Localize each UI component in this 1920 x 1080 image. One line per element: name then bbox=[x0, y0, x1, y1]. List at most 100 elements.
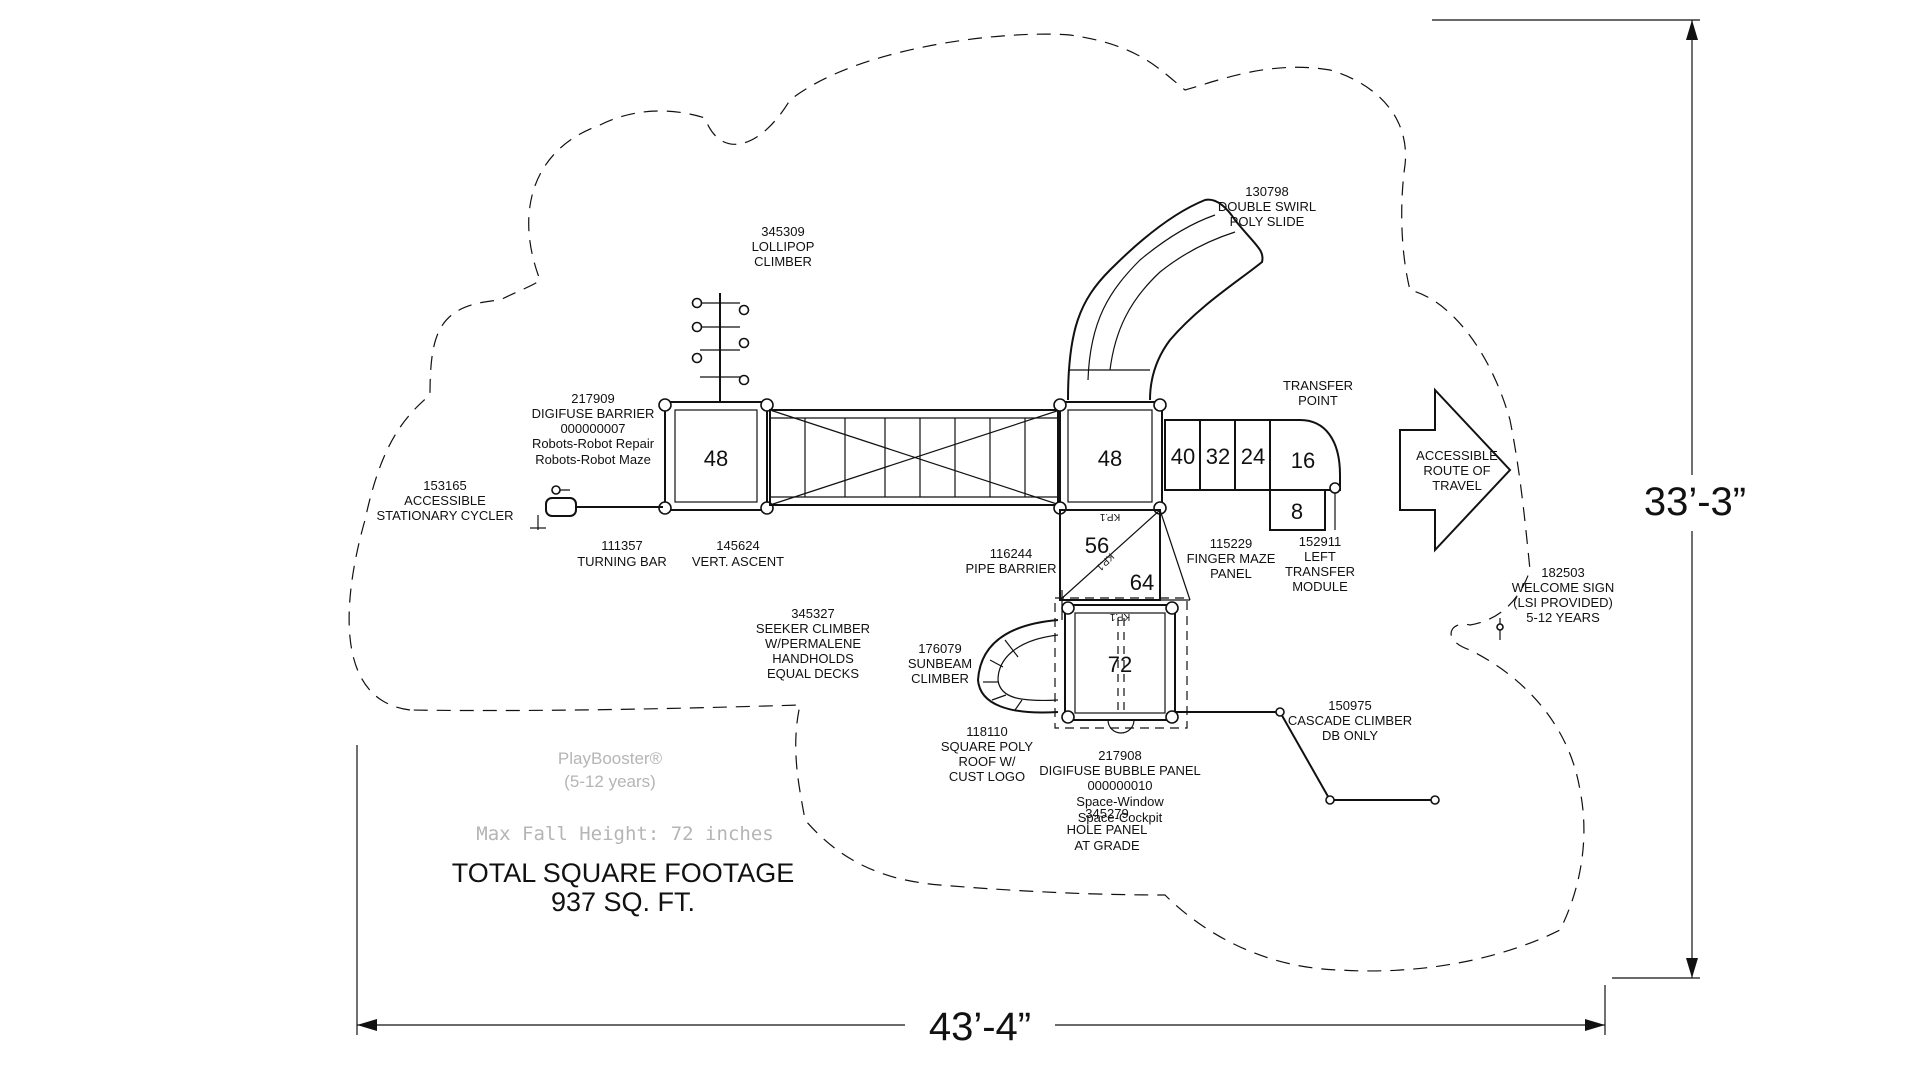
product-name: PlayBooster® bbox=[558, 749, 663, 768]
total-footage-title: TOTAL SQUARE FOOTAGE bbox=[452, 858, 795, 888]
transfer-platform: 16 8 bbox=[1269, 419, 1341, 531]
svg-text:AT GRADE: AT GRADE bbox=[1074, 838, 1140, 853]
svg-text:Space-Window: Space-Window bbox=[1076, 794, 1164, 809]
double-swirl-slide bbox=[1067, 198, 1264, 401]
svg-text:FINGER MAZE: FINGER MAZE bbox=[1187, 551, 1276, 566]
svg-text:STATIONARY CYCLER: STATIONARY CYCLER bbox=[376, 508, 513, 523]
svg-text:DIGIFUSE BARRIER: DIGIFUSE BARRIER bbox=[532, 406, 655, 421]
svg-text:153165: 153165 bbox=[423, 478, 466, 493]
label-stationary-cycler: 153165 ACCESSIBLE STATIONARY CYCLER bbox=[376, 478, 513, 523]
svg-text:DOUBLE SWIRL: DOUBLE SWIRL bbox=[1218, 199, 1316, 214]
svg-text:118110: 118110 bbox=[966, 724, 1007, 739]
label-turning-bar: 111357 TURNING BAR bbox=[577, 538, 667, 569]
sunbeam-climber bbox=[976, 619, 1059, 714]
svg-text:116244: 116244 bbox=[990, 546, 1032, 561]
bridge bbox=[769, 409, 1061, 506]
svg-text:345309: 345309 bbox=[761, 224, 804, 239]
svg-text:176079: 176079 bbox=[918, 641, 961, 656]
svg-text:145624: 145624 bbox=[716, 538, 759, 553]
svg-text:ACCESSIBLE: ACCESSIBLE bbox=[1416, 448, 1498, 463]
width-dimension: 43’-4” bbox=[356, 745, 1606, 1050]
svg-text:345279: 345279 bbox=[1085, 806, 1128, 821]
svg-text:000000007: 000000007 bbox=[560, 421, 625, 436]
label-cascade-climber: 150975 CASCADE CLIMBER DB ONLY bbox=[1288, 698, 1412, 743]
svg-text:POINT: POINT bbox=[1298, 393, 1338, 408]
label-pipe-barrier: 116244 PIPE BARRIER bbox=[965, 546, 1056, 576]
ramp-section: 56 64 KP.1 KP.1 bbox=[1059, 509, 1191, 601]
deck-height-left: 48 bbox=[704, 446, 728, 471]
kp-mark-1: KP.1 bbox=[1099, 511, 1120, 522]
transfer-steps: 40 32 24 bbox=[1164, 419, 1271, 491]
svg-text:WELCOME SIGN: WELCOME SIGN bbox=[1512, 580, 1615, 595]
svg-text:130798: 130798 bbox=[1245, 184, 1288, 199]
svg-text:TRAVEL: TRAVEL bbox=[1432, 478, 1482, 493]
svg-text:DB ONLY: DB ONLY bbox=[1322, 728, 1378, 743]
label-hole-panel: 345279 HOLE PANEL AT GRADE bbox=[1067, 806, 1148, 853]
label-vert-ascent: 145624 VERT. ASCENT bbox=[692, 538, 784, 569]
kp-mark-3: KP.1 bbox=[1109, 611, 1130, 622]
stationary-cycler bbox=[530, 485, 663, 530]
svg-text:POLY SLIDE: POLY SLIDE bbox=[1230, 214, 1305, 229]
total-footage-value: 937 SQ. FT. bbox=[551, 887, 695, 917]
hole-panel-symbol bbox=[1107, 719, 1135, 734]
label-seeker-climber: 345327 SEEKER CLIMBER W/PERMALENE HANDHO… bbox=[756, 606, 870, 681]
label-double-swirl-slide: 130798 DOUBLE SWIRL POLY SLIDE bbox=[1218, 184, 1316, 229]
transfer-height-8: 8 bbox=[1291, 499, 1303, 524]
svg-text:ROOF W/: ROOF W/ bbox=[958, 754, 1015, 769]
svg-text:217909: 217909 bbox=[571, 391, 614, 406]
step-height-24: 24 bbox=[1241, 444, 1265, 469]
svg-text:150975: 150975 bbox=[1328, 698, 1371, 713]
svg-text:W/PERMALENE: W/PERMALENE bbox=[765, 636, 861, 651]
svg-text:EQUAL DECKS: EQUAL DECKS bbox=[767, 666, 859, 681]
svg-text:152911: 152911 bbox=[1299, 534, 1341, 549]
svg-text:CLIMBER: CLIMBER bbox=[911, 671, 969, 686]
center-deck: 48 bbox=[1053, 398, 1167, 515]
svg-text:(LSI PROVIDED): (LSI PROVIDED) bbox=[1513, 595, 1613, 610]
svg-text:182503: 182503 bbox=[1541, 565, 1584, 580]
step-height-40: 40 bbox=[1171, 444, 1195, 469]
svg-text:HANDHOLDS: HANDHOLDS bbox=[772, 651, 854, 666]
ramp-height-64: 64 bbox=[1130, 570, 1154, 595]
svg-text:MODULE: MODULE bbox=[1292, 579, 1348, 594]
svg-text:111357: 111357 bbox=[601, 538, 642, 553]
transfer-height-16: 16 bbox=[1291, 448, 1315, 473]
svg-text:217908: 217908 bbox=[1098, 748, 1141, 763]
svg-text:LEFT: LEFT bbox=[1304, 549, 1336, 564]
svg-text:5-12 YEARS: 5-12 YEARS bbox=[1526, 610, 1600, 625]
label-square-poly-roof: 118110 SQUARE POLY ROOF W/ CUST LOGO bbox=[941, 724, 1034, 784]
svg-text:CASCADE CLIMBER: CASCADE CLIMBER bbox=[1288, 713, 1412, 728]
svg-text:SQUARE POLY: SQUARE POLY bbox=[941, 739, 1034, 754]
left-deck: 48 bbox=[658, 398, 774, 515]
svg-text:CLIMBER: CLIMBER bbox=[754, 254, 812, 269]
label-transfer-point: TRANSFER POINT bbox=[1283, 378, 1353, 408]
cascade-climber bbox=[1175, 707, 1440, 805]
deck-height-center: 48 bbox=[1098, 446, 1122, 471]
height-dimension-text: 33’-3” bbox=[1644, 480, 1746, 524]
svg-text:Robots-Robot Repair: Robots-Robot Repair bbox=[532, 436, 655, 451]
label-finger-maze-panel: 115229 FINGER MAZE PANEL bbox=[1187, 536, 1276, 581]
svg-text:TRANSFER: TRANSFER bbox=[1285, 564, 1355, 579]
svg-text:CUST LOGO: CUST LOGO bbox=[949, 769, 1025, 784]
accessible-route-arrow bbox=[1399, 387, 1512, 553]
svg-text:Space-Cockpit: Space-Cockpit bbox=[1078, 810, 1163, 825]
svg-text:SUNBEAM: SUNBEAM bbox=[908, 656, 972, 671]
svg-text:LOLLIPOP: LOLLIPOP bbox=[752, 239, 815, 254]
svg-text:115229: 115229 bbox=[1210, 536, 1252, 551]
welcome-sign bbox=[1496, 618, 1504, 640]
label-sunbeam-climber: 176079 SUNBEAM CLIMBER bbox=[908, 641, 972, 686]
svg-text:TURNING BAR: TURNING BAR bbox=[577, 554, 667, 569]
svg-text:ACCESSIBLE: ACCESSIBLE bbox=[404, 493, 486, 508]
label-left-transfer-module: 152911 LEFT TRANSFER MODULE bbox=[1285, 534, 1355, 594]
svg-text:PANEL: PANEL bbox=[1210, 566, 1252, 581]
product-age-range: (5-12 years) bbox=[564, 772, 656, 791]
lower-deck: KP.1 72 bbox=[1054, 597, 1188, 729]
label-welcome-sign: 182503 WELCOME SIGN (LSI PROVIDED) 5-12 … bbox=[1512, 565, 1615, 625]
ramp-height-56: 56 bbox=[1085, 533, 1109, 558]
svg-text:VERT. ASCENT: VERT. ASCENT bbox=[692, 554, 784, 569]
step-height-32: 32 bbox=[1206, 444, 1230, 469]
svg-text:Robots-Robot Maze: Robots-Robot Maze bbox=[535, 452, 651, 467]
label-accessible-route: ACCESSIBLE ROUTE OF TRAVEL bbox=[1416, 448, 1498, 493]
svg-text:DIGIFUSE BUBBLE PANEL: DIGIFUSE BUBBLE PANEL bbox=[1039, 763, 1201, 778]
lollipop-climber-symbol bbox=[691, 293, 750, 403]
